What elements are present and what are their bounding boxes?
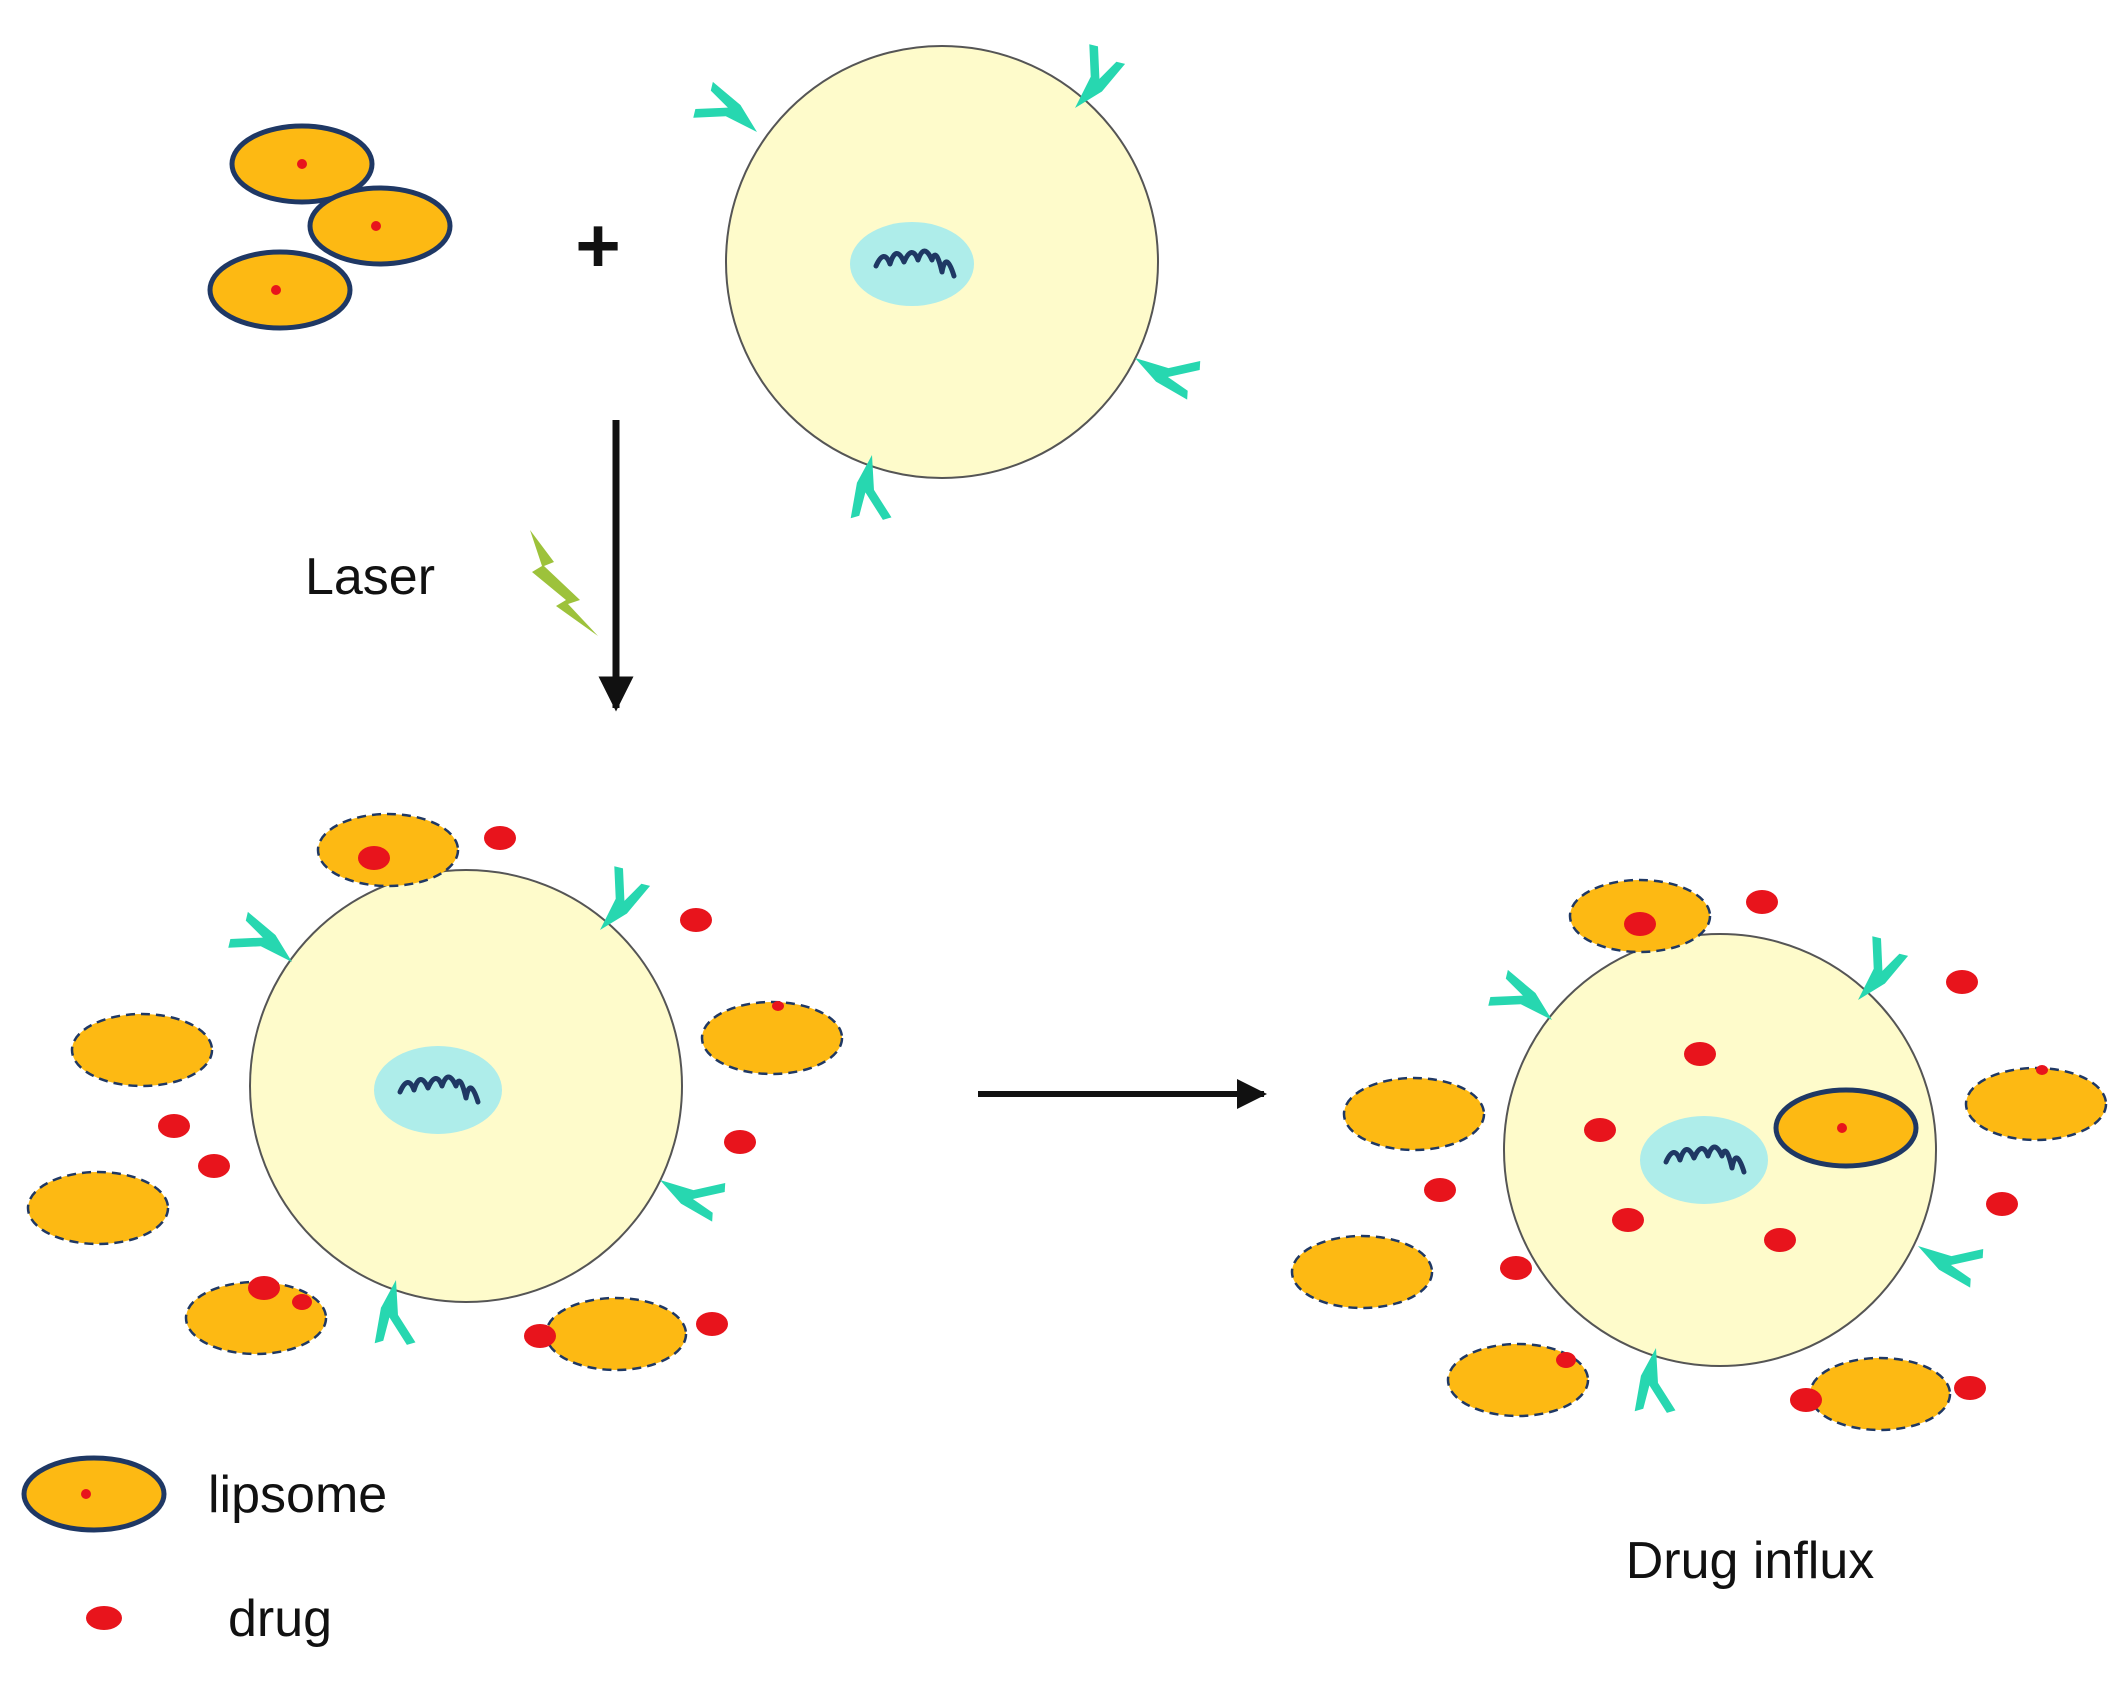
nucleus [1640, 1116, 1768, 1204]
ruptured-liposome [70, 1012, 214, 1088]
nucleus [374, 1046, 502, 1134]
target-cell-initial [687, 38, 1208, 526]
ruptured-liposome [1808, 1356, 1952, 1432]
plus-sign: + [575, 201, 621, 289]
ruptured-liposome [316, 812, 460, 888]
drug-molecule [1584, 1118, 1616, 1142]
ruptured-liposome [1446, 1342, 1590, 1418]
drug-molecule [1684, 1042, 1716, 1066]
drug-molecule [292, 1294, 312, 1310]
ruptured-liposome [700, 1000, 844, 1076]
laser-label: Laser [305, 548, 435, 606]
dna-strand-icon [873, 248, 957, 279]
drug-molecule [524, 1324, 556, 1348]
dna-strand-icon [1663, 1144, 1747, 1175]
lightning-icon [530, 530, 598, 636]
legend-liposome-icon [21, 1455, 167, 1533]
drug-molecule [772, 1001, 784, 1011]
drug-molecule [198, 1154, 230, 1178]
legend-drug-icon [86, 1606, 122, 1630]
drug-molecule [1764, 1228, 1796, 1252]
legend-liposome-label: lipsome [208, 1466, 387, 1524]
drug-molecule [1790, 1388, 1822, 1412]
released-drugs-step3 [1424, 890, 2048, 1412]
drug-molecule [1746, 890, 1778, 914]
drug-molecule [248, 1276, 280, 1300]
drug-molecule [1624, 912, 1656, 936]
drug-molecule [724, 1130, 756, 1154]
ruptured-liposomes-step3 [1290, 878, 2108, 1432]
legend: lipsome drug [21, 1455, 387, 1648]
initial-liposome-cluster [207, 123, 453, 331]
drug-molecule [1612, 1208, 1644, 1232]
drug-molecule [680, 908, 712, 932]
liposome [207, 249, 353, 331]
drug-molecule [484, 826, 516, 850]
drug-molecule [1986, 1192, 2018, 1216]
drug-molecule [2036, 1065, 2048, 1075]
target-cell-laser [222, 860, 733, 1351]
ruptured-liposome [544, 1296, 688, 1372]
ruptured-liposomes-step2 [26, 812, 844, 1372]
ruptured-liposome [1342, 1076, 1486, 1152]
drug-molecule [358, 846, 390, 870]
dna-strand-icon [397, 1074, 481, 1105]
internalized-liposome [1773, 1087, 1919, 1169]
drug-molecule [1946, 970, 1978, 994]
liposome [229, 123, 375, 205]
drug-influx-caption: Drug influx [1626, 1532, 1875, 1590]
internalized-drugs [1584, 1042, 1796, 1252]
nucleus [850, 222, 974, 306]
legend-drug-label: drug [228, 1590, 332, 1648]
released-drugs-step2 [158, 826, 784, 1348]
ruptured-liposome [26, 1170, 170, 1246]
drug-molecule [1500, 1256, 1532, 1280]
ruptured-liposome [1290, 1234, 1434, 1310]
ruptured-liposome [1964, 1066, 2108, 1142]
target-cell-influx [1482, 930, 1991, 1419]
drug-molecule [1556, 1352, 1576, 1368]
receptor-icon [687, 81, 764, 155]
drug-molecule [1424, 1178, 1456, 1202]
liposome [307, 185, 453, 267]
drug-molecule [1954, 1376, 1986, 1400]
drug-molecule [696, 1312, 728, 1336]
receptor-icon [1913, 1220, 1991, 1288]
drug-molecule [158, 1114, 190, 1138]
